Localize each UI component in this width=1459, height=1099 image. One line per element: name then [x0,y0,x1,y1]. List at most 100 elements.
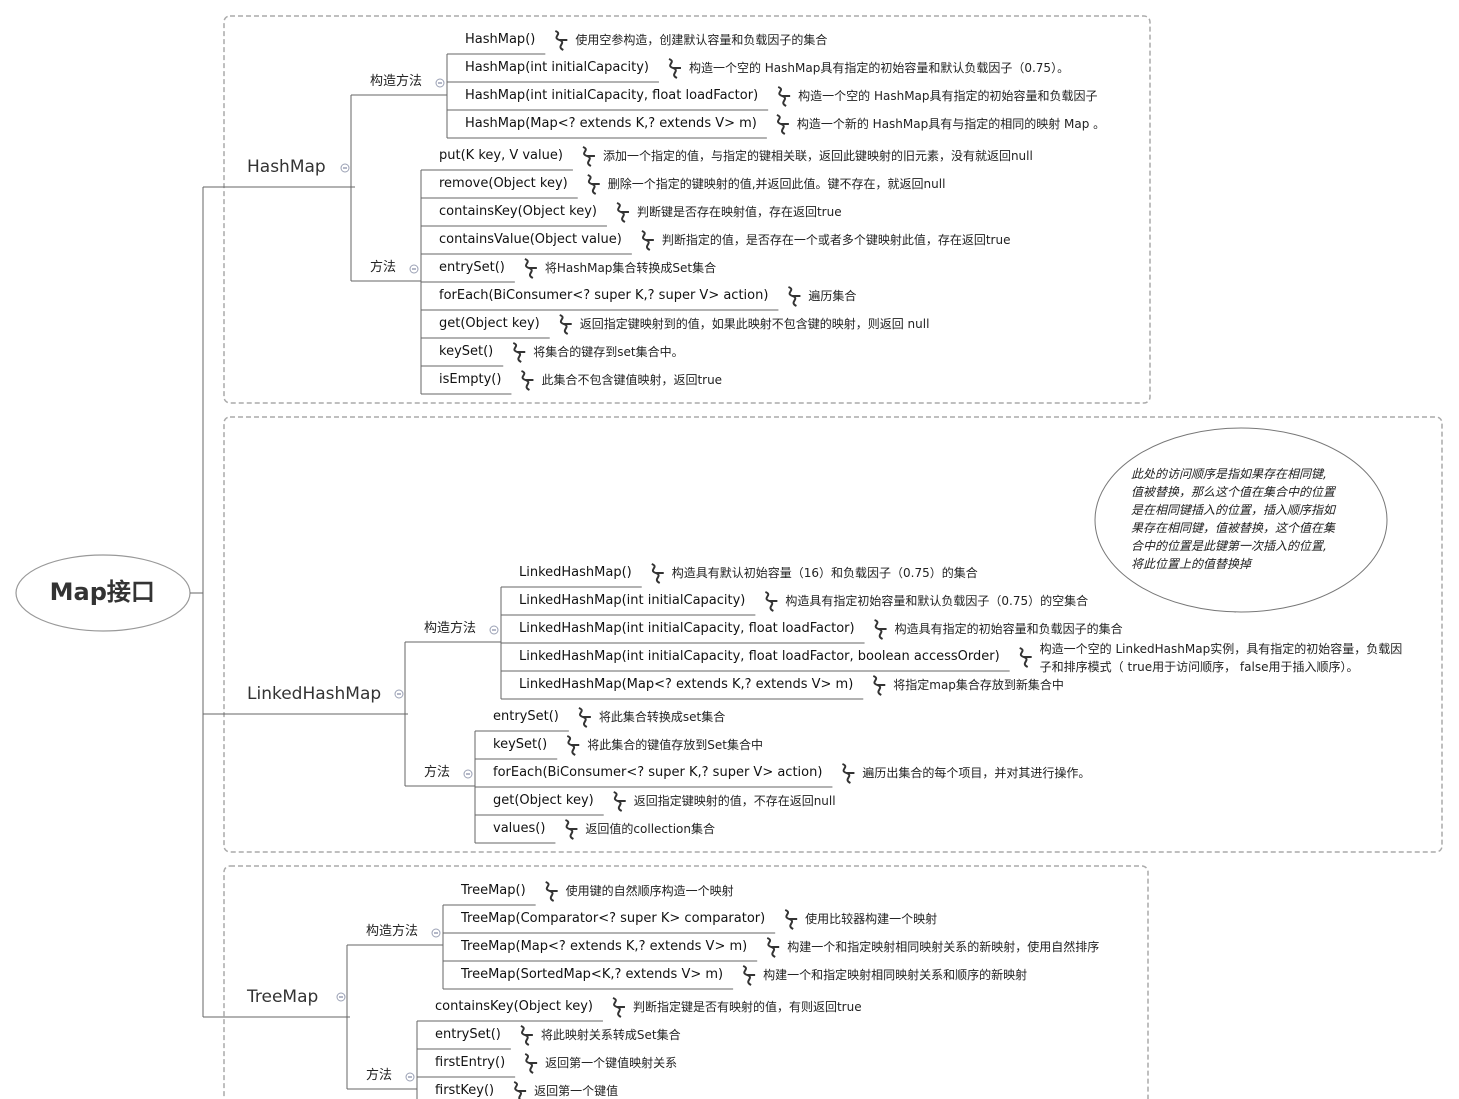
method-description: 构造一个新的 HashMap具有与指定的相同的映射 Map 。 [796,117,1106,131]
method-description: 使用键的自然顺序构造一个映射 [565,884,734,898]
method-description: 构造一个空的 LinkedHashMap实例，具有指定的初始容量，负载因 [1039,642,1403,656]
method-node[interactable]: TreeMap(Map<? extends K,? extends V> m) [461,939,748,954]
method-node[interactable]: HashMap() [465,32,536,47]
note-brace-icon [766,937,780,958]
method-node[interactable]: get(Object key) [493,793,594,808]
method-node[interactable]: containsKey(Object key) [435,999,593,1014]
method-description: 构造一个空的 HashMap具有指定的初始容量和默认负载因子（0.75）。 [688,61,1070,75]
method-description: 返回指定键映射的值，不存在返回null [633,794,836,808]
method-node[interactable]: put(K key, V value) [439,148,563,163]
class-node-hashmap[interactable]: HashMap [247,157,326,177]
method-description: 返回值的collection集合 [585,822,715,836]
note-brace-icon [742,965,756,986]
method-node[interactable]: entrySet() [493,709,559,724]
method-description: 此集合不包含键值映射，返回true [541,373,723,387]
callout-note-line: 值被替换，那么这个值在集合中的位置 [1131,485,1336,499]
method-node[interactable]: TreeMap(Comparator<? super K> comparator… [461,911,766,926]
note-brace-icon [874,619,887,640]
method-description: 返回第一个键值映射关系 [545,1056,678,1070]
note-brace-icon [651,563,664,584]
method-description: 使用空参构造，创建默认容量和负载因子的集合 [575,33,828,47]
method-node[interactable]: TreeMap() [461,883,526,898]
note-brace-icon [545,881,558,902]
note-brace-icon [521,370,534,391]
method-node[interactable]: values() [493,821,546,836]
method-node[interactable]: LinkedHashMap(Map<? extends K,? extends … [519,677,854,692]
method-description: 返回第一个键值 [534,1084,619,1098]
method-description: 删除一个指定的键映射的值,并返回此值。键不存在，就返回null [607,177,946,191]
method-node[interactable]: forEach(BiConsumer<? super K,? super V> … [439,288,769,303]
note-brace-icon [512,342,526,363]
branch-label[interactable]: 构造方法 [366,924,419,939]
callout-bubble [1094,427,1388,613]
method-description: 构造具有默认初始容量（16）和负载因子（0.75）的集合 [671,566,978,580]
method-node[interactable]: entrySet() [435,1027,501,1042]
note-brace-icon [776,114,789,135]
method-description: 添加一个指定的值，与指定的键相关联，返回此键映射的旧元素，没有就返回null [602,149,1033,163]
method-node[interactable]: LinkedHashMap(int initialCapacity, float… [519,649,1000,664]
method-node[interactable]: containsValue(Object value) [439,232,622,247]
note-brace-icon [668,58,681,79]
method-description: 将此集合的键值存放到Set集合中 [587,738,763,752]
method-node[interactable]: keySet() [439,344,494,359]
class-node-treemap[interactable]: TreeMap [247,987,319,1007]
method-node[interactable]: get(Object key) [439,316,540,331]
method-description: 将集合的键存到set集合中。 [533,345,684,359]
branch-label[interactable]: 方法 [366,1068,393,1083]
method-node[interactable]: forEach(BiConsumer<? super K,? super V> … [493,765,823,780]
method-description: 将此集合转换成set集合 [598,710,726,724]
group-frame-2 [223,865,1149,1099]
note-brace-icon [872,675,886,696]
method-description: 使用比较器构建一个映射 [805,912,938,926]
method-node[interactable]: firstKey() [435,1083,495,1098]
method-node[interactable]: HashMap(int initialCapacity, float loadF… [465,88,759,103]
branch-label[interactable]: 构造方法 [370,74,423,89]
note-brace-icon [587,174,600,195]
callout-note-line: 合中的位置是此键第一次插入的位置, [1131,539,1327,553]
method-node[interactable]: firstEntry() [435,1055,506,1070]
note-brace-icon [616,202,629,223]
callout-joint [1198,601,1225,611]
method-node[interactable]: isEmpty() [439,372,502,387]
note-brace-icon [784,909,798,930]
method-node[interactable]: TreeMap(SortedMap<K,? extends V> m) [461,967,724,982]
method-node[interactable]: LinkedHashMap(int initialCapacity) [519,593,746,608]
branch-label[interactable]: 方法 [424,765,451,780]
method-description: 判断指定的值，是否存在一个或者多个键映射此值，存在返回true [661,233,1011,247]
method-description: 构造一个空的 HashMap具有指定的初始容量和负载因子 [798,89,1098,103]
note-brace-icon [613,791,626,812]
method-node[interactable]: remove(Object key) [439,176,568,191]
note-brace-icon [524,258,537,279]
note-brace-icon [513,1081,527,1099]
branch-label[interactable]: 构造方法 [424,621,477,636]
note-brace-icon [564,819,578,840]
callout-note-line: 是在相同键插入的位置，插入顺序指如 [1131,503,1336,517]
method-node[interactable]: containsKey(Object key) [439,204,597,219]
method-description: 将指定map集合存放到新集合中 [893,678,1064,692]
callout-note-line: 果存在相同键，值被替换，这个值在集 [1131,521,1336,535]
method-description: 返回指定键映射到的值，如果此映射不包含键的映射，则返回 null [579,317,930,331]
note-brace-icon [787,286,801,307]
method-description: 构造具有指定的初始容量和负载因子的集合 [894,622,1123,636]
method-description: 子和排序模式（ true用于访问顺序， false用于插入顺序）。 [1039,660,1359,674]
method-description: 遍历出集合的每个项目，并对其进行操作。 [862,766,1091,780]
method-node[interactable]: entrySet() [439,260,505,275]
note-brace-icon [641,230,654,251]
callout-note-line: 将此位置上的值替换掉 [1131,557,1252,571]
group-frame-1 [223,416,1443,853]
note-brace-icon [520,1025,533,1046]
branch-label[interactable]: 方法 [370,260,397,275]
note-brace-icon [524,1053,538,1074]
method-node[interactable]: HashMap(Map<? extends K,? extends V> m) [465,116,757,131]
class-node-linkedhashmap[interactable]: LinkedHashMap [247,684,382,704]
root-title: Map接口 [49,578,155,606]
method-description: 构建一个和指定映射相同映射关系的新映射，使用自然排序 [787,940,1100,954]
note-brace-icon [1019,647,1032,668]
method-node[interactable]: keySet() [493,737,548,752]
method-node[interactable]: LinkedHashMap() [519,565,632,580]
method-node[interactable]: HashMap(int initialCapacity) [465,60,649,75]
method-description: 将HashMap集合转换成Set集合 [544,261,717,275]
note-brace-icon [578,707,591,728]
method-node[interactable]: LinkedHashMap(int initialCapacity, float… [519,621,855,636]
